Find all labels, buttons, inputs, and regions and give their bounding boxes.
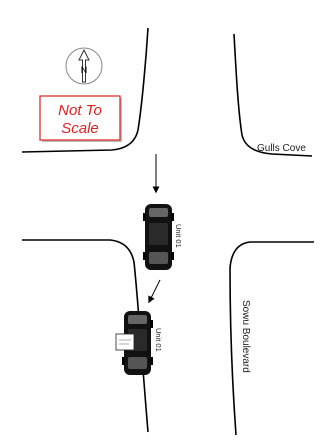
car-icon — [116, 311, 153, 375]
car-icon — [143, 204, 174, 270]
scale-note: Not To Scale — [40, 96, 122, 142]
street-label-sowu-boulevard: Sowu Boulevard — [240, 300, 251, 373]
north-compass-icon: N — [66, 48, 102, 84]
vehicle-label: Unit 01 — [154, 328, 163, 352]
north-letter: N — [81, 65, 88, 75]
vehicle-label: Unit 01 — [174, 224, 183, 248]
vehicle-unit-01-bottom: Unit 01 — [116, 311, 163, 375]
scale-label-line2: Scale — [61, 120, 99, 137]
vehicle-unit-01-top: Unit 01 — [143, 204, 183, 270]
road-edge-top-right — [234, 34, 312, 156]
scale-label-line1: Not To — [58, 102, 102, 119]
street-label-gulls-cove: Gulls Cove — [257, 143, 306, 154]
arrow-down-left-icon — [149, 280, 160, 302]
